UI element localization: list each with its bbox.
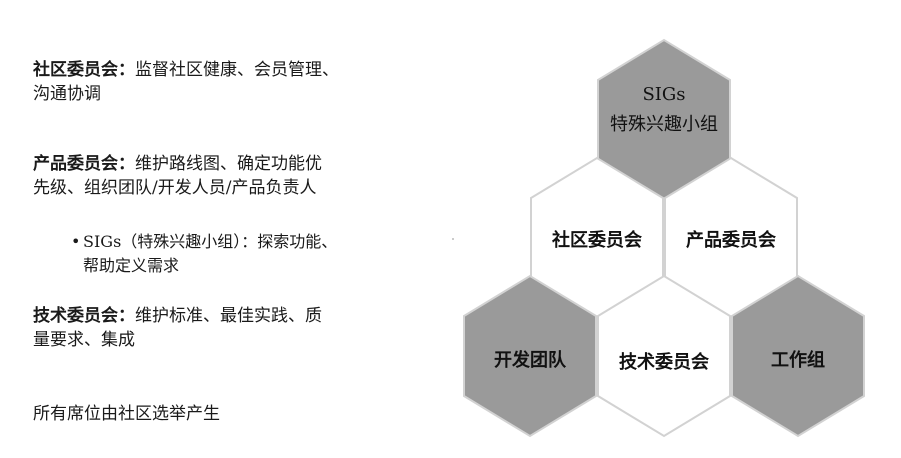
hex-product-label: 产品委员会 xyxy=(686,229,776,251)
sigs-line-1: •SIGs（特殊兴趣小组）：探索功能、 xyxy=(71,230,431,254)
community-committee-desc: 社区委员会：监督社区健康、会员管理、 沟通协调 xyxy=(33,58,423,106)
product-sep: ： xyxy=(118,154,135,174)
left-text-panel: 社区委员会：监督社区健康、会员管理、 沟通协调 产品委员会：维护路线图、确定功能… xyxy=(33,0,433,458)
sigs-desc-1: SIGs（特殊兴趣小组）：探索功能、 xyxy=(83,232,338,251)
community-line-1: 社区委员会：监督社区健康、会员管理、 xyxy=(33,58,423,82)
hex-dev-team-label: 开发团队 xyxy=(494,349,567,371)
community-desc-2: 沟通协调 xyxy=(33,84,101,104)
tech-line-1: 技术委员会：维护标准、最佳实践、质 xyxy=(33,304,423,328)
product-line-1: 产品委员会：维护路线图、确定功能优 xyxy=(33,152,423,176)
community-committee-term: 社区委员会 xyxy=(33,60,118,80)
hex-working-group: 工作组 xyxy=(731,274,865,438)
product-desc-2: 先级、组织团队/开发人员/产品负责人 xyxy=(33,178,317,198)
tech-desc-2: 量要求、集成 xyxy=(33,330,135,350)
hex-working-group-label: 工作组 xyxy=(771,349,825,371)
bullet-dot: • xyxy=(71,232,81,251)
community-desc-1: 监督社区健康、会员管理、 xyxy=(135,60,339,80)
hex-community-label: 社区委员会 xyxy=(552,229,642,251)
product-desc-1: 维护路线图、确定功能优 xyxy=(135,154,322,174)
tech-committee-desc: 技术委员会：维护标准、最佳实践、质 量要求、集成 xyxy=(33,304,423,352)
community-sep: ： xyxy=(118,60,135,80)
tech-desc-1: 维护标准、最佳实践、质 xyxy=(135,306,322,326)
hex-tech: 技术委员会 xyxy=(597,274,731,438)
stray-dot xyxy=(452,238,454,240)
hex-working-group-shape xyxy=(731,274,865,438)
sigs-bullet-desc: •SIGs（特殊兴趣小组）：探索功能、 帮助定义需求 xyxy=(71,230,431,278)
hex-sigs-label-2: 特殊兴趣小组 xyxy=(610,114,718,135)
hex-dev-team: 开发团队 xyxy=(463,274,597,438)
product-committee-term: 产品委员会 xyxy=(33,154,118,174)
hex-sigs-label-1: SIGs xyxy=(642,84,685,105)
hex-tech-label: 技术委员会 xyxy=(619,351,709,373)
hexagon-diagram: SIGs 特殊兴趣小组 社区委员会 产品委员会 开发团队 技术委员会 工作组 xyxy=(463,38,865,438)
tech-committee-term: 技术委员会 xyxy=(33,306,118,326)
hex-tech-shape xyxy=(597,274,731,438)
product-committee-desc: 产品委员会：维护路线图、确定功能优 先级、组织团队/开发人员/产品负责人 xyxy=(33,152,423,200)
election-note: 所有席位由社区选举产生 xyxy=(33,404,220,424)
hex-dev-team-shape xyxy=(463,274,597,438)
tech-sep: ： xyxy=(118,306,135,326)
sigs-desc-2: 帮助定义需求 xyxy=(83,256,180,275)
